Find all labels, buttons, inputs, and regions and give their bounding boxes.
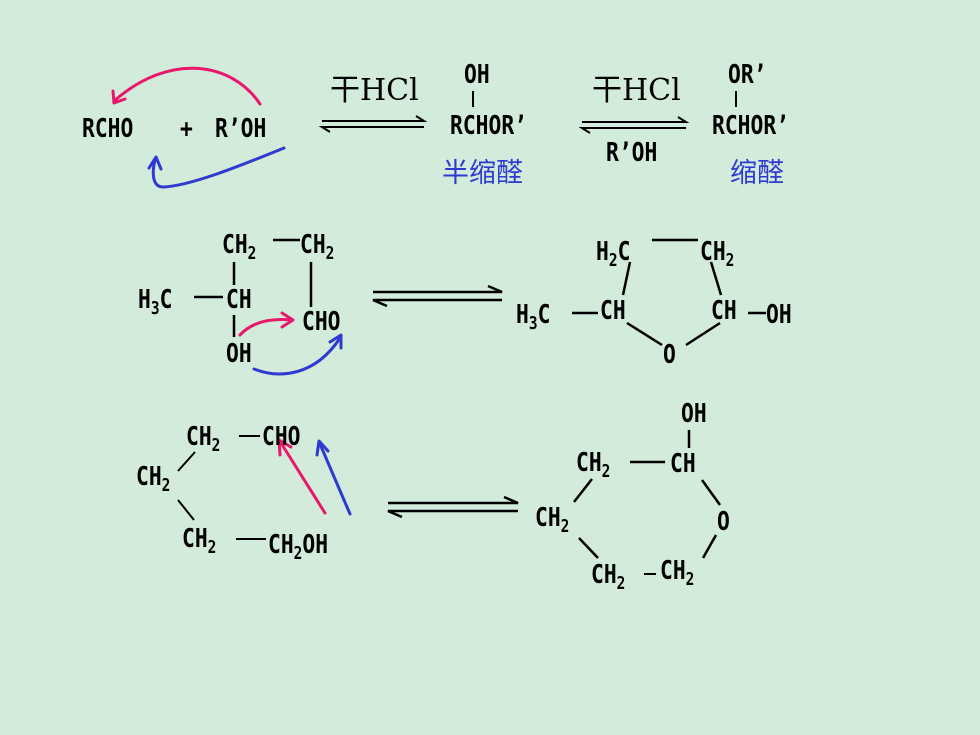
acetal-formula: RCHOR’ [712, 111, 790, 141]
reactant-alcohol: R’OH [215, 114, 267, 144]
r2-right-h2c: H2C [596, 237, 631, 271]
r3-left-ch2-bot: CH2 [182, 524, 217, 558]
equilibrium-arrow-2 [578, 116, 690, 134]
arrowhead-blue-r2 [328, 333, 343, 350]
r2-left-oh: OH [226, 339, 252, 369]
r3-right-ch2-top: CH2 [576, 448, 611, 482]
reagent-alcohol-2: R’OH [606, 138, 658, 168]
reaction3-right-bonds [573, 430, 722, 559]
r2-left-ch: CH [226, 285, 252, 315]
equilibrium-arrow-1 [318, 115, 428, 133]
r3-right-ch: CH [670, 449, 696, 479]
r3-right-ch2-br: CH2 [660, 556, 695, 590]
r2-right-oh: OH [766, 300, 792, 330]
r3-right-ring-o: O [717, 507, 730, 537]
r2-left-h3c: H3C [138, 285, 173, 319]
reagent-dry-hcl-2: 干HCl [592, 73, 681, 108]
r2-right-h3c: H3C [516, 300, 551, 334]
acetal-label: 缩醛 [730, 158, 784, 189]
reactant-rcho: RCHO [82, 114, 134, 144]
reaction3-left-bonds [177, 435, 266, 540]
hemiacetal-formula: RCHOR’ [450, 111, 528, 141]
arrow-red-r3 [279, 441, 327, 515]
r2-right-ch: CH [600, 296, 626, 326]
hemiacetal-oh: OH [464, 60, 490, 90]
acetal-or: OR’ [728, 60, 767, 90]
r2-left-cho: CHO [302, 307, 341, 337]
r3-left-ch2-cho: CH2 [186, 422, 221, 456]
r3-right-ch2-bl: CH2 [591, 560, 626, 594]
reaction2-right-bonds [572, 238, 766, 347]
curved-arrow-red-r2 [238, 318, 294, 337]
r2-left-ch2-a: CH2 [222, 230, 257, 264]
r3-left-cho: CHO [262, 422, 301, 452]
equilibrium-arrow-4 [387, 495, 519, 519]
plus-sign: + [180, 114, 193, 144]
arrowhead-red-r1 [111, 89, 127, 105]
r3-right-ch2-left: CH2 [535, 503, 570, 537]
r3-left-ch2oh: CH2OH [268, 530, 329, 564]
curved-arrow-red-r1 [112, 66, 262, 106]
hemiacetal-label: 半缩醛 [442, 158, 523, 189]
r3-right-oh: OH [681, 399, 707, 429]
r2-right-ring-o: O [663, 340, 676, 370]
reaction2-left-bonds [194, 238, 313, 337]
r3-left-ch2-mid: CH2 [136, 462, 171, 496]
r2-left-ch2-b: CH2 [300, 230, 335, 264]
equilibrium-arrow-3 [372, 284, 503, 308]
arrowhead-blue-r1 [147, 155, 163, 171]
arrow-blue-r3 [318, 442, 352, 516]
curved-arrow-blue-r2 [252, 336, 342, 376]
curved-arrow-blue-r1 [151, 146, 286, 189]
r2-right-ch2: CH2 [700, 237, 735, 271]
arrowhead-blue-r3 [315, 439, 330, 457]
arrowhead-red-r2 [280, 311, 295, 329]
reagent-dry-hcl-1: 干HCl [330, 73, 419, 108]
r2-right-choh-ch: CH [711, 296, 737, 326]
arrowhead-red-r3 [277, 438, 293, 457]
